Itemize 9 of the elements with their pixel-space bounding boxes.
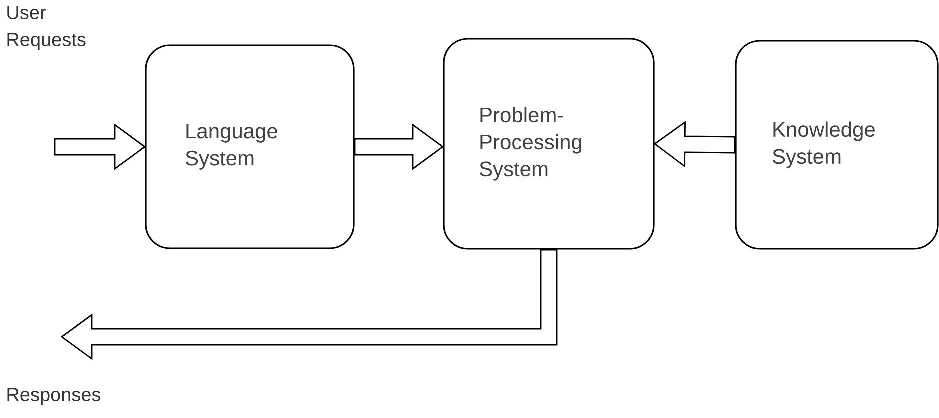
rounded-box: Knowledge System <box>735 40 939 250</box>
annotation-text: User Requests <box>8 6 86 50</box>
hollow-arrow <box>354 124 444 170</box>
rounded-box: Problem-Processing System <box>443 38 655 250</box>
rounded-box: Language System <box>145 44 355 250</box>
hollow-arrow <box>54 124 146 170</box>
hollow-arrow <box>60 249 558 360</box>
hollow-arrow <box>654 121 736 168</box>
annotation-text: Responses <box>8 388 101 406</box>
